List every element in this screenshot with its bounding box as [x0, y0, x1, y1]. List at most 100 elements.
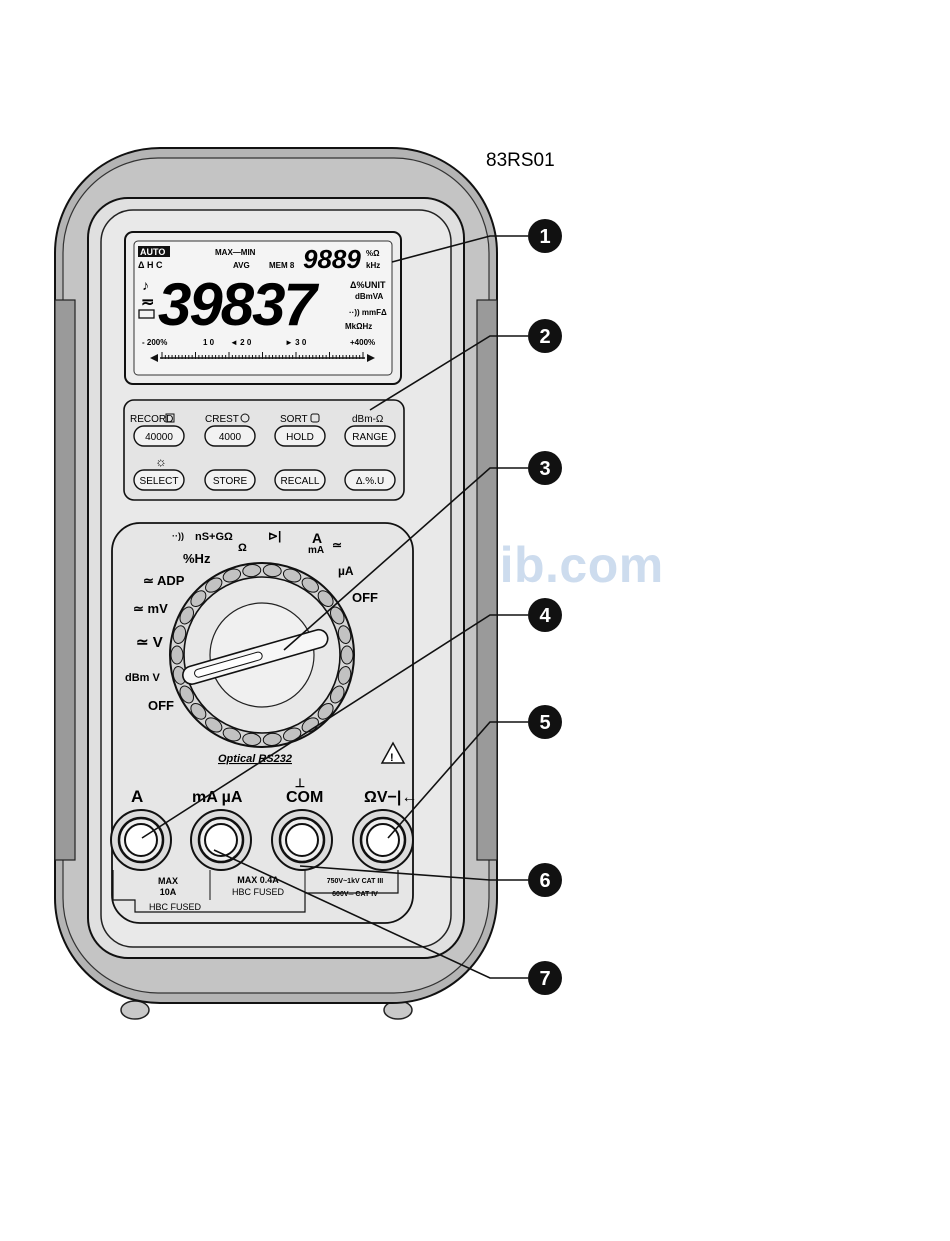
aux-units: %Ω [366, 249, 380, 258]
fuse2-hbc: HBC FUSED [232, 887, 285, 897]
recall-button-label: RECALL [281, 476, 320, 487]
jack-a[interactable] [110, 809, 172, 871]
dial-grip-bump [317, 590, 334, 607]
ns-gohm-label: nS+GΩ [195, 531, 233, 543]
jack-ma-ua-label: mA µA [192, 789, 243, 806]
dbm-label: dBm-Ω [352, 414, 384, 425]
dial-grip-bump [317, 703, 334, 720]
dial-grip-bump [205, 717, 223, 733]
button-40000-label: 40000 [145, 432, 173, 443]
note-icon: ♪ [142, 277, 149, 293]
dial-grip-bump [170, 645, 184, 665]
record-icon [165, 413, 175, 423]
dial-grip-bump [301, 577, 319, 593]
battery-icon [138, 309, 155, 319]
recall-button[interactable] [274, 469, 326, 491]
jack-ohm-v[interactable] [352, 809, 414, 871]
main-value: 39837 [158, 271, 319, 338]
scale-5: +400% [350, 338, 375, 347]
scale-4: ► 3 0 [285, 338, 307, 347]
microamps-label: µA [338, 564, 354, 578]
callout-7: 7 [528, 961, 562, 995]
scale-2: 1 0 [203, 338, 215, 347]
dial-grip-bump [340, 645, 354, 665]
fuse1-hbc: HBC FUSED [149, 902, 202, 912]
dial-grip-bump [301, 717, 319, 733]
dial-grip-bump [190, 703, 207, 720]
khz-label: kHz [366, 261, 380, 270]
input-jacks [110, 809, 414, 871]
maxmin-label: MAX—MIN [215, 248, 256, 257]
jack-ohm-v-label: ΩV−|← [364, 789, 417, 806]
dial-grip-bump [222, 727, 242, 742]
optical-rs232-label: Optical RS232 [218, 753, 292, 765]
delta-button-label: Δ.%.U [356, 476, 384, 487]
lcd-screen [133, 240, 393, 376]
warning-mark: ! [390, 752, 394, 764]
svg-text:5: 5 [539, 712, 550, 734]
mmf-label: ··)) mmFΔ [349, 308, 387, 317]
mkhz-label: MkΩHz [345, 322, 372, 331]
diode-icon: ⊳| [268, 529, 281, 543]
dial-grip-bump [190, 590, 207, 607]
model-label: 83RS01 [486, 150, 555, 171]
lcd-row2: Δ H C [138, 260, 163, 270]
button-4000-label: 4000 [219, 432, 242, 443]
cat-rating-2: 600V═ CAT IV [332, 891, 378, 898]
scale-3: ◄ 2 0 [230, 338, 252, 347]
off-right-label: OFF [352, 590, 378, 605]
svg-text:1: 1 [539, 226, 550, 248]
bargraph [150, 352, 375, 362]
record-label: RECORD [130, 414, 173, 425]
crest-icon [240, 413, 250, 423]
com-symbol: ⊥ [295, 776, 305, 790]
auto-label: AUTO [140, 247, 165, 257]
dbm-volt-label: dBm V [125, 672, 161, 684]
fuse1-max: MAX [158, 876, 178, 886]
store-button[interactable] [204, 469, 256, 491]
aux-value: 9889 [303, 244, 361, 274]
dial-grip-bump [337, 625, 352, 645]
ac-dc-icon: ≂ [141, 294, 154, 311]
backlight-icon: ☼ [155, 454, 167, 469]
leader-lines [141, 235, 528, 979]
dial-grip-bump [222, 568, 242, 583]
callout-4: 4 [528, 598, 562, 632]
auto-indicator [138, 246, 170, 257]
dial-grip-bump [330, 685, 345, 704]
dial-grip-bump [179, 606, 194, 625]
percent-hz-label: %Hz [183, 551, 211, 566]
svg-text:3: 3 [539, 458, 550, 480]
jack-com[interactable] [271, 809, 333, 871]
hold-button[interactable] [274, 425, 326, 447]
fuse2-max: MAX 0.4A [237, 875, 279, 885]
dial-grip-bump [179, 685, 194, 704]
dial-grip-bump [242, 732, 262, 746]
milliamps-label: mA [308, 545, 324, 556]
button-40000[interactable] [133, 425, 185, 447]
range-button-label: RANGE [352, 432, 388, 443]
grip-left [54, 299, 76, 861]
svg-text:7: 7 [539, 968, 550, 990]
callout-2: 2 [528, 319, 562, 353]
select-button[interactable] [133, 469, 185, 491]
svg-text:6: 6 [539, 870, 550, 892]
dxunit-label: Δ%UNIT [350, 280, 386, 290]
crest-label: CREST [205, 414, 239, 425]
dial-grip-bump [242, 564, 262, 578]
svg-text:4: 4 [539, 605, 551, 627]
jack-ma-ua[interactable] [190, 809, 252, 871]
jack-a-label: A [131, 787, 143, 806]
callout-3: 3 [528, 451, 562, 485]
fuse-outline [112, 870, 399, 913]
button-4000[interactable] [204, 425, 256, 447]
dial-grip-bump [262, 732, 282, 746]
ac-dc-dial-icon: ≃ [332, 538, 342, 552]
svg-text:2: 2 [539, 326, 550, 348]
range-button[interactable] [344, 425, 396, 447]
dial-grip-bumps [170, 564, 354, 746]
delta-button[interactable] [344, 469, 396, 491]
button-panel [123, 399, 405, 501]
jack-com-label: COM [286, 789, 323, 806]
